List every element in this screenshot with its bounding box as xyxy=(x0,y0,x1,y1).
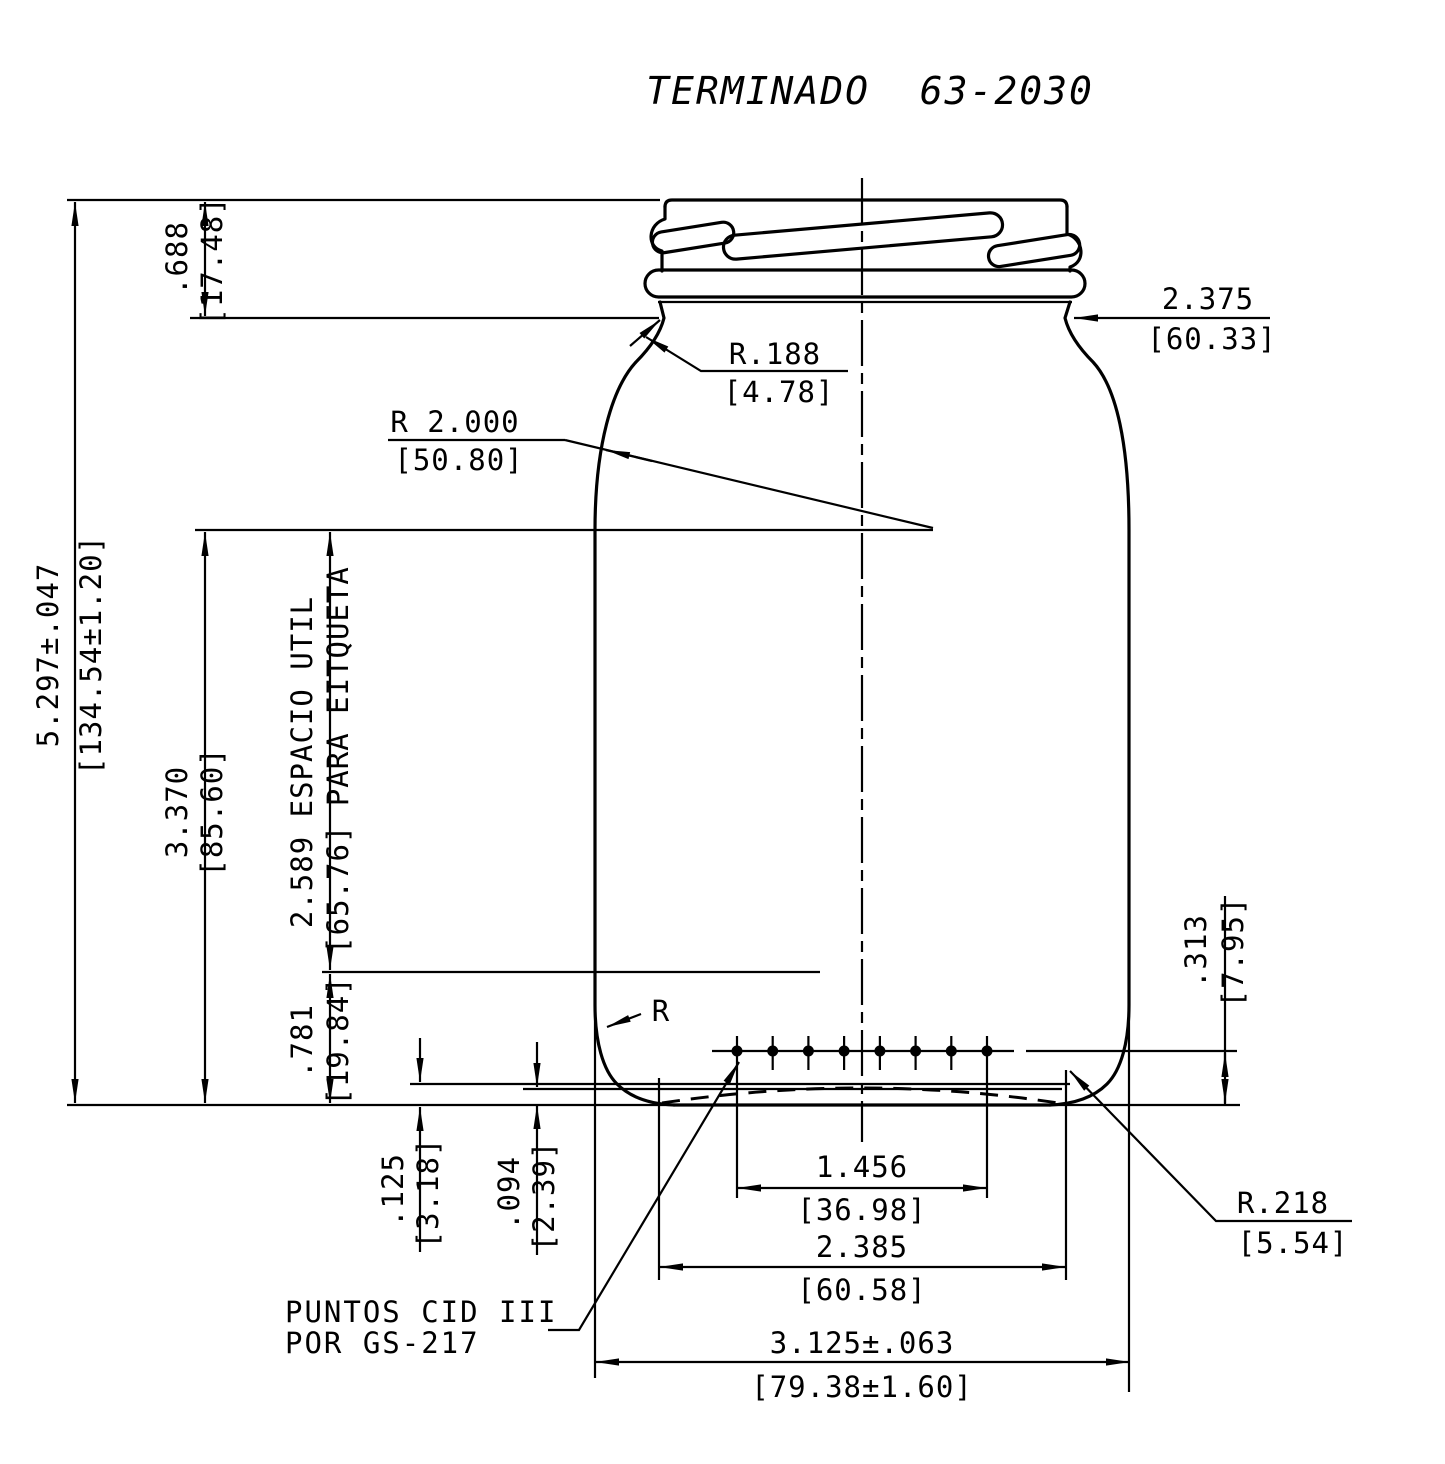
cid-points xyxy=(731,1036,993,1070)
leader-heel-r xyxy=(606,1012,642,1029)
dim-base-recess-in: .313 xyxy=(1179,914,1213,988)
dim-body-diameter-in: 3.125±.063 xyxy=(770,1326,955,1360)
dim-base-step-inner-in: .094 xyxy=(492,1156,526,1230)
threads xyxy=(650,211,1082,269)
dim-finish-height-in: .688 xyxy=(160,221,194,295)
cid-note-line2: POR GS-217 xyxy=(285,1326,480,1360)
dim-heel-radius-in: R.218 xyxy=(1237,1186,1329,1220)
thread-middle xyxy=(721,211,1005,261)
dim-overall-height-in: 5.297±.047 xyxy=(31,563,65,748)
jar-profile xyxy=(593,198,1131,1107)
dim-shoulder-radius-mm: [50.80] xyxy=(394,443,523,477)
drawing-title: TERMINADO 63-2030 xyxy=(646,69,1094,113)
heel-r-reference: R xyxy=(652,994,670,1028)
dim-label-space-mm: [65.76] PARA EITQUETA xyxy=(321,566,355,954)
dim-body-height-mm: [85.60] xyxy=(195,747,229,876)
dim-body-diameter-mm: [79.38±1.60] xyxy=(751,1370,973,1404)
dim-overall-height-mm: [134.54±1.20] xyxy=(74,535,108,775)
cid-note: PUNTOS CID III POR GS-217 xyxy=(285,1295,557,1360)
dim-cid-width-mm: [36.98] xyxy=(797,1193,926,1227)
dim-body-height-in: 3.370 xyxy=(160,766,194,858)
dim-heel-height-in: .781 xyxy=(285,1004,319,1078)
leader-lines xyxy=(388,336,1352,1332)
leader-cid-note xyxy=(548,1061,740,1332)
transfer-bead xyxy=(643,268,1087,299)
dim-finish-height-mm: [17.48] xyxy=(195,196,229,325)
leader-neck-radius xyxy=(645,336,848,373)
right-profile xyxy=(1048,300,1131,1107)
dim-base-step-outer-in: .125 xyxy=(376,1153,410,1227)
dimension-lines xyxy=(71,202,1270,1366)
dim-neck-diameter-in: 2.375 xyxy=(1162,282,1254,316)
dim-heel-radius-mm: [5.54] xyxy=(1238,1226,1349,1260)
dim-shoulder-radius-in: R 2.000 xyxy=(390,405,519,439)
left-profile xyxy=(593,300,676,1107)
dim-cid-width-in: 1.456 xyxy=(816,1150,908,1184)
dim-base-contact-mm: [60.58] xyxy=(797,1273,926,1307)
dim-neck-diameter-mm: [60.33] xyxy=(1147,322,1276,356)
dim-label-space-in: 2.589 ESPACIO UTIL xyxy=(285,596,319,928)
dim-heel-height-mm: [19.84] xyxy=(321,976,355,1105)
dim-neck-radius-mm: [4.78] xyxy=(724,375,835,409)
leader-heel-radius xyxy=(1069,1070,1352,1223)
dim-base-recess-mm: [7.95] xyxy=(1216,897,1250,1008)
extension-lines xyxy=(67,198,1240,1392)
dim-base-step-inner-mm: [2.39] xyxy=(527,1141,561,1252)
dim-neck-radius-in: R.188 xyxy=(729,337,821,371)
dim-base-step-outer-mm: [3.18] xyxy=(411,1138,445,1249)
dimension-labels-vertical: 5.297±.047 [134.54±1.20] .688 [17.48] 3.… xyxy=(31,196,1250,1251)
thread-left xyxy=(650,220,736,255)
dimension-labels-horizontal: 2.375 [60.33] R.188 [4.78] R 2.000 [50.8… xyxy=(390,282,1349,1404)
thread-right xyxy=(986,232,1082,269)
dim-base-contact-in: 2.385 xyxy=(816,1230,908,1264)
cid-note-line1: PUNTOS CID III xyxy=(285,1295,557,1329)
